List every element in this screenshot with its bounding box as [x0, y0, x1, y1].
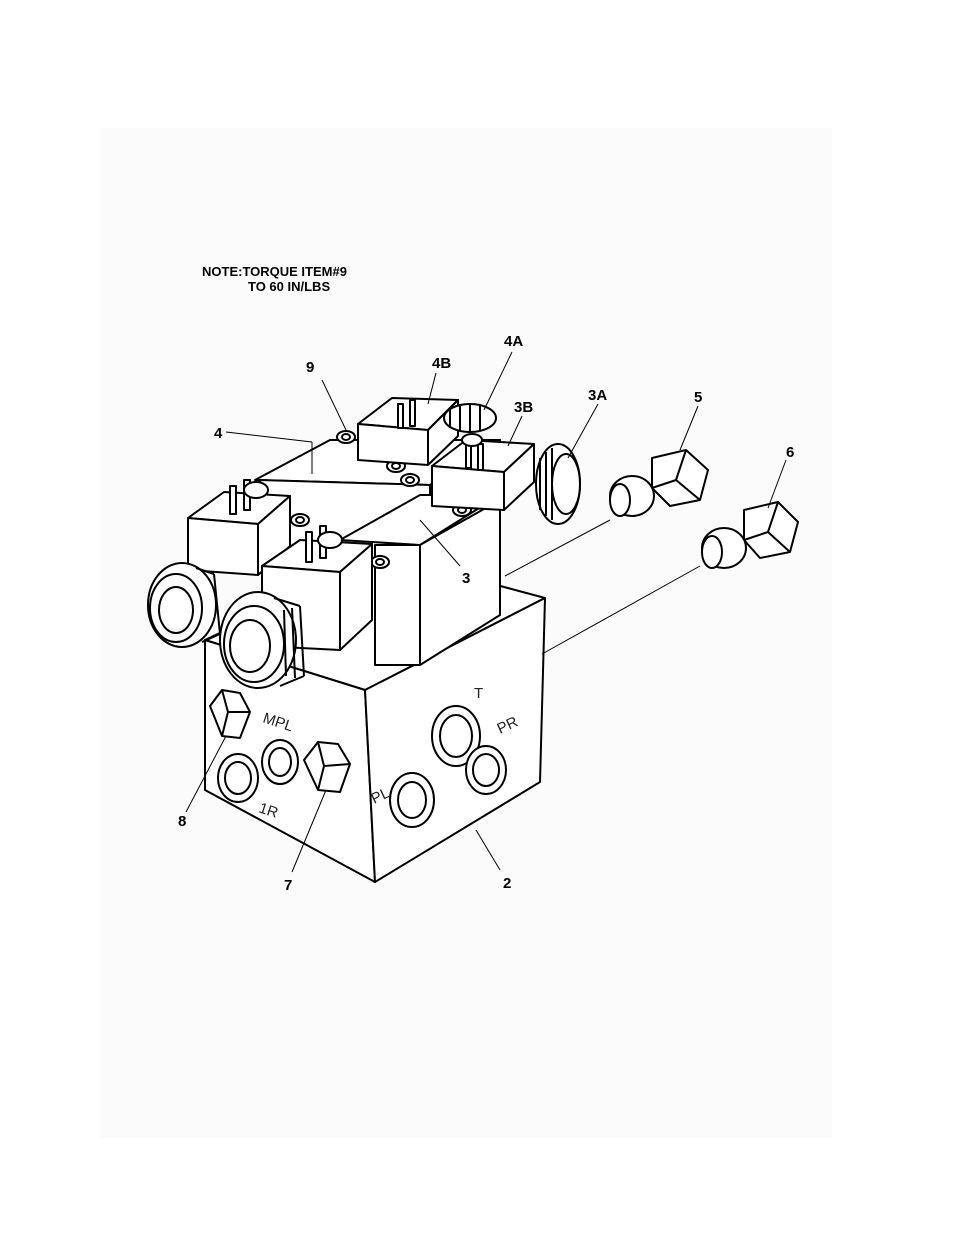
- port-label-1r: 1R: [257, 800, 281, 822]
- callout-7: 7: [284, 877, 292, 894]
- plug-8: [209, 689, 251, 739]
- callout-2: 2: [503, 875, 511, 892]
- callout-4a: 4A: [504, 333, 523, 350]
- leader-lines: [185, 351, 787, 873]
- port-1r-inner: [224, 761, 252, 795]
- callout-5: 5: [694, 389, 702, 406]
- coil-nut-front-left: [219, 591, 305, 689]
- torque-note-line-2: TO 60 IN/LBS: [248, 279, 331, 294]
- port-label-t: T: [474, 685, 483, 702]
- cartridge-valve-5: [609, 449, 709, 517]
- solenoid-4-housing: [187, 479, 291, 576]
- cartridge-valve-6: [701, 501, 799, 569]
- coil-nut-rear-left: [147, 562, 221, 648]
- callout-labels: 9 4B 4A 3B 3A 5 6 4 3 8 7 2: [178, 333, 794, 894]
- solenoid-3b: [431, 433, 535, 511]
- coil-nut-3a: [535, 443, 581, 525]
- port-mpl-inner: [268, 747, 292, 777]
- callout-4b: 4B: [432, 355, 451, 372]
- callout-6: 6: [786, 444, 794, 461]
- callout-9: 9: [306, 359, 314, 376]
- callout-3: 3: [462, 570, 470, 587]
- port-t-inner: [439, 714, 473, 758]
- port-pr-inner: [472, 753, 500, 787]
- valve-body-3: [290, 473, 501, 666]
- callout-3b: 3B: [514, 399, 533, 416]
- callout-8: 8: [178, 813, 186, 830]
- coil-nut-4a: [443, 403, 497, 433]
- callout-4: 4: [214, 425, 223, 442]
- plug-7: [303, 741, 351, 793]
- callout-3a: 3A: [588, 387, 607, 404]
- port-label-pl: PL: [369, 784, 393, 807]
- port-pl-inner: [397, 781, 427, 819]
- torque-note-line-1: NOTE:TORQUE ITEM#9: [202, 264, 347, 279]
